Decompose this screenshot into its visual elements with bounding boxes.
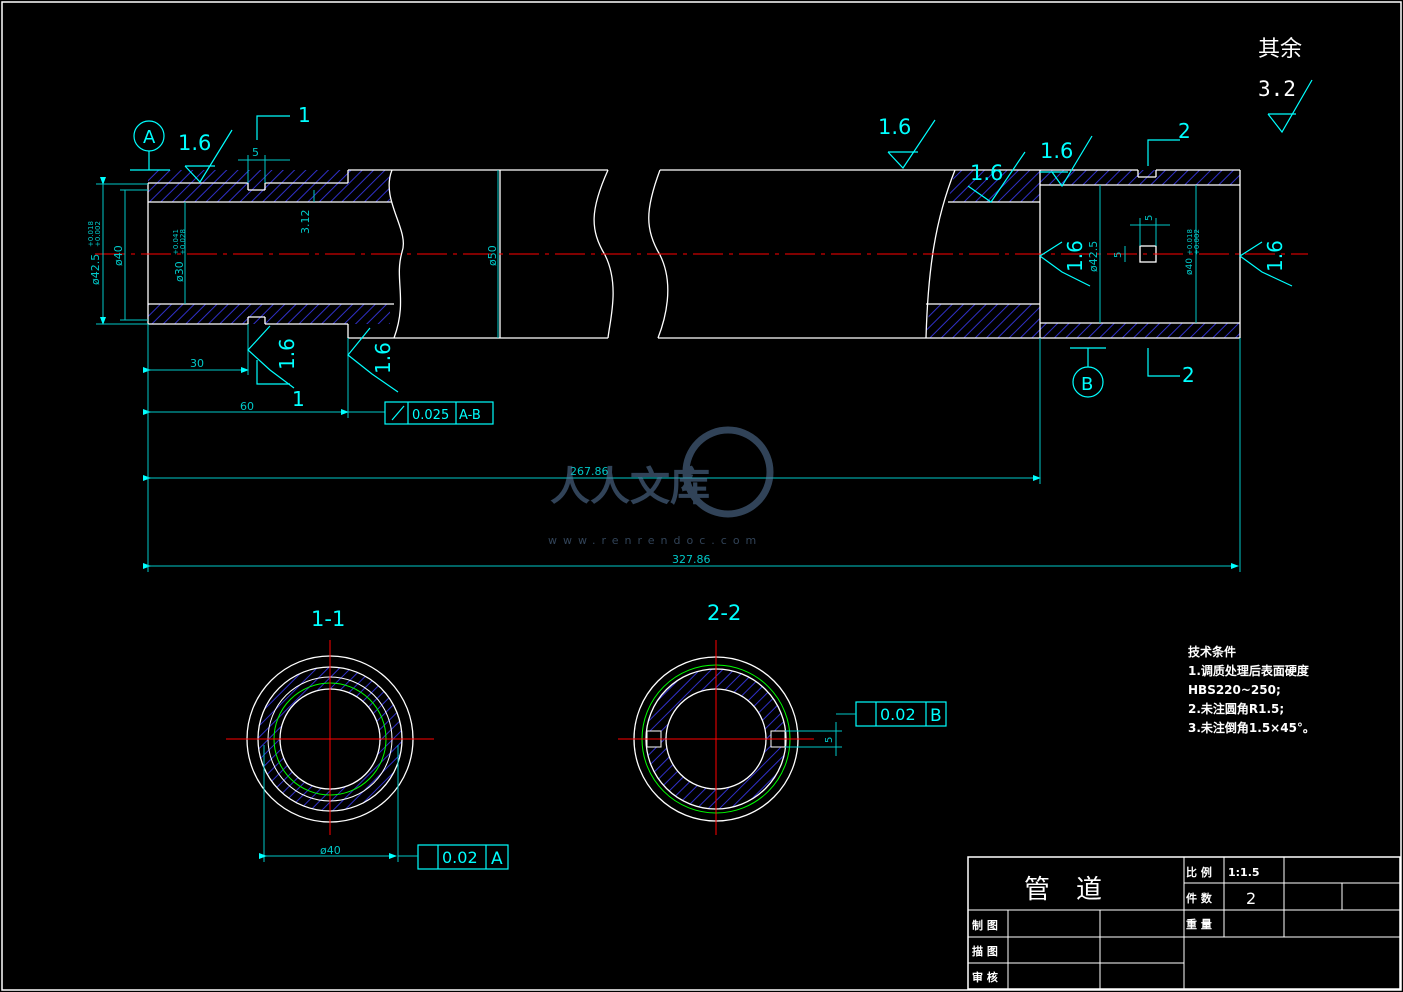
roughness-label: 1.6	[178, 131, 211, 155]
section-view-2	[618, 640, 856, 835]
watermark-logo: 人人文库 www.renrendoc.com	[548, 426, 774, 547]
dim-length-327: 327.86	[672, 553, 711, 566]
main-view	[95, 169, 1308, 339]
dim-outer-right: ø42.5	[1087, 241, 1100, 272]
dim-keyway-width-right: 5	[1144, 215, 1155, 221]
section-cut-marks	[256, 115, 1180, 385]
roughness-label: 1.6	[1063, 240, 1087, 272]
section-view-1	[226, 640, 434, 862]
dim-outer-left-tol-up: +0.018	[87, 221, 95, 247]
tech-note-line: HBS220~250;	[1188, 683, 1281, 697]
dim-main-dia: ø50	[486, 245, 499, 266]
scale-label: 比 例	[1186, 865, 1212, 879]
runout-value: 0.025	[412, 408, 449, 423]
tech-note-line: 1.调质处理后表面硬度	[1188, 663, 1310, 678]
roughness-other-label: 其余	[1258, 37, 1302, 62]
dim-bore-right: ø40	[1185, 258, 1195, 275]
section-mark-2: 2	[1182, 363, 1195, 387]
traced-label: 描 图	[972, 944, 998, 958]
section-title-1: 1-1	[311, 607, 345, 631]
tech-note-line: 2.未注圆角R1.5;	[1188, 701, 1284, 716]
tech-notes-title: 技术条件	[1188, 644, 1236, 659]
dim-length-60: 60	[240, 400, 254, 413]
tech-note-line: 3.未注倒角1.5×45°。	[1188, 720, 1315, 735]
watermark-text: 人人文库	[550, 464, 710, 510]
drawn-label: 制 图	[972, 918, 998, 932]
sec2-tol-value: 0.02	[880, 705, 916, 724]
dim-inner-tol-low: +0.028	[179, 229, 187, 255]
dim-inner: ø30	[173, 261, 186, 282]
datum-b-label: B	[1081, 374, 1093, 395]
roughness-label: 1.6	[878, 115, 911, 139]
dim-length-30: 30	[190, 357, 204, 370]
section-1-dia: ø40	[320, 844, 341, 857]
checked-label: 审 核	[972, 970, 998, 984]
dim-keyway-depth: 3.12	[299, 210, 312, 235]
section-mark-2: 2	[1178, 119, 1191, 143]
datum-a-label: A	[143, 127, 156, 148]
watermark-url: www.renrendoc.com	[548, 534, 762, 547]
dim-bore-left: ø40	[112, 245, 125, 266]
part-outline	[147, 169, 1241, 339]
part-name: 管 道	[1024, 875, 1102, 905]
section-title-2: 2-2	[707, 601, 741, 625]
section-hatching	[148, 170, 1240, 338]
weight-label: 重 量	[1186, 917, 1212, 931]
dim-outer-left-tol-low: +0.002	[94, 221, 102, 247]
dimension-lines	[96, 155, 1241, 572]
sec2-tol-datum: B	[930, 706, 942, 726]
roughness-label: 1.6	[1263, 240, 1287, 272]
scale-value: 1:1.5	[1228, 866, 1260, 879]
dim-length-267: 267.86	[570, 465, 609, 478]
dim-keyway-depth-right: 5	[1113, 252, 1124, 258]
roughness-label: 1.6	[371, 342, 395, 374]
title-block	[967, 856, 1401, 990]
section-mark-1: 1	[298, 103, 311, 127]
dim-bore-right-tol-low: +0.002	[1193, 229, 1201, 255]
dim-bore-right-tol-up: +0.018	[1186, 229, 1194, 255]
roughness-symbols	[184, 79, 1313, 393]
qty-value: 2	[1246, 889, 1256, 908]
roughness-label: 1.6	[970, 161, 1003, 185]
qty-label: 件 数	[1186, 891, 1213, 905]
datum-symbols	[130, 120, 1106, 398]
section-2-key: 5	[824, 737, 835, 743]
dim-keyway-width: 5	[252, 146, 259, 159]
roughness-label: 1.6	[1040, 139, 1073, 163]
dim-inner-tol-up: +0.041	[172, 229, 180, 255]
dim-outer-left: ø42.5	[89, 254, 102, 285]
sec1-tol-datum: A	[491, 849, 503, 869]
roughness-other-value: 3.2	[1258, 77, 1296, 101]
sec1-tol-value: 0.02	[442, 848, 478, 867]
section-mark-1: 1	[292, 387, 305, 411]
runout-datum: A-B	[459, 408, 481, 423]
roughness-label: 1.6	[275, 338, 299, 370]
